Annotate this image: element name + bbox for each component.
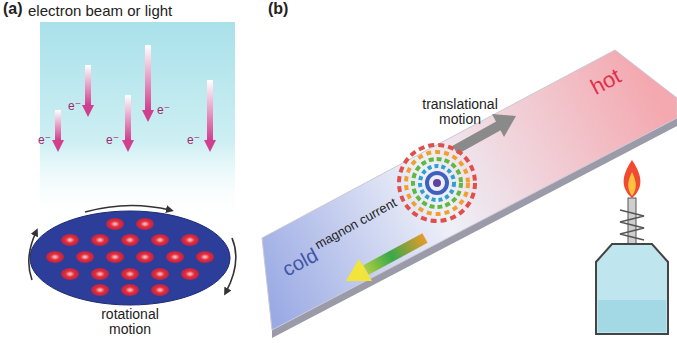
motion-label: rotational motion [80, 307, 180, 338]
electron-symbol: e⁻ [187, 134, 200, 147]
electron-symbol: e⁻ [106, 134, 119, 147]
electron-arrows [52, 45, 216, 152]
electron-symbol: e⁻ [38, 134, 51, 147]
electron-symbol: e⁻ [157, 104, 170, 117]
beam-caption: electron beam or light [28, 3, 172, 20]
electron-symbol: e⁻ [68, 100, 81, 113]
panel-letter: (a) [3, 0, 23, 18]
burner-symbol [596, 160, 668, 334]
panel-letter: (b) [268, 0, 288, 18]
motion-label: translational motion [405, 97, 515, 128]
